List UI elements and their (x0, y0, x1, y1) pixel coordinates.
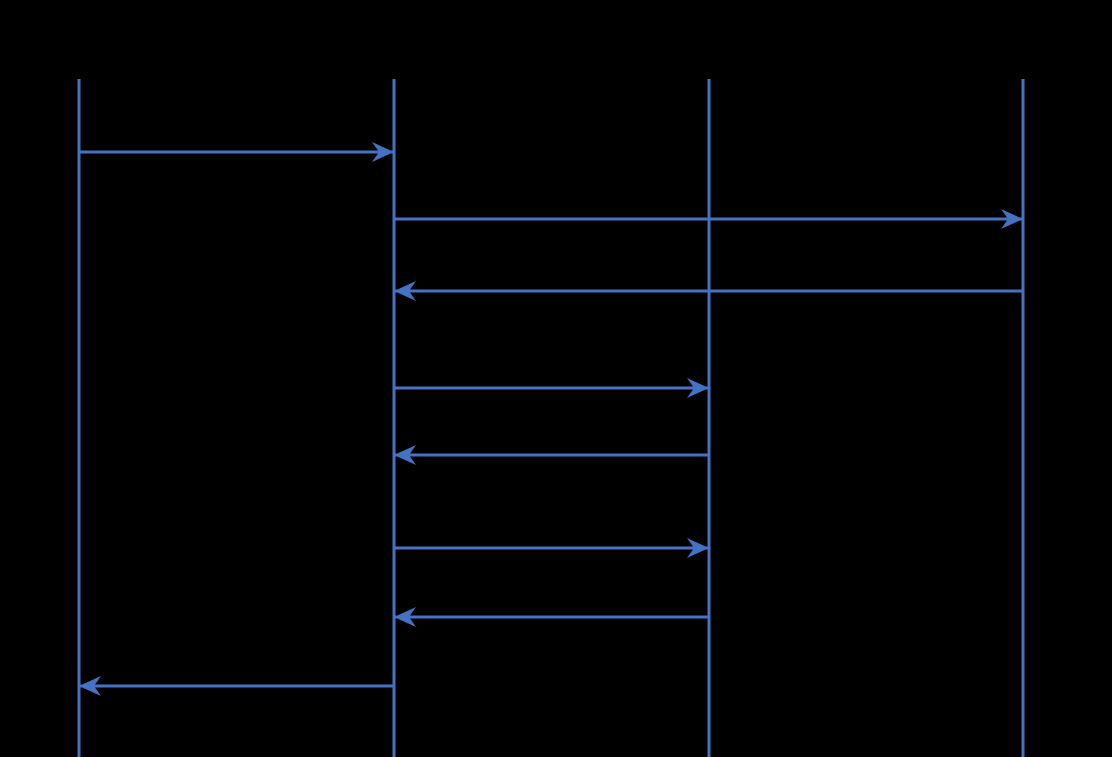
diagram-stage (77, 79, 1025, 757)
sequence-diagram (77, 79, 1025, 757)
